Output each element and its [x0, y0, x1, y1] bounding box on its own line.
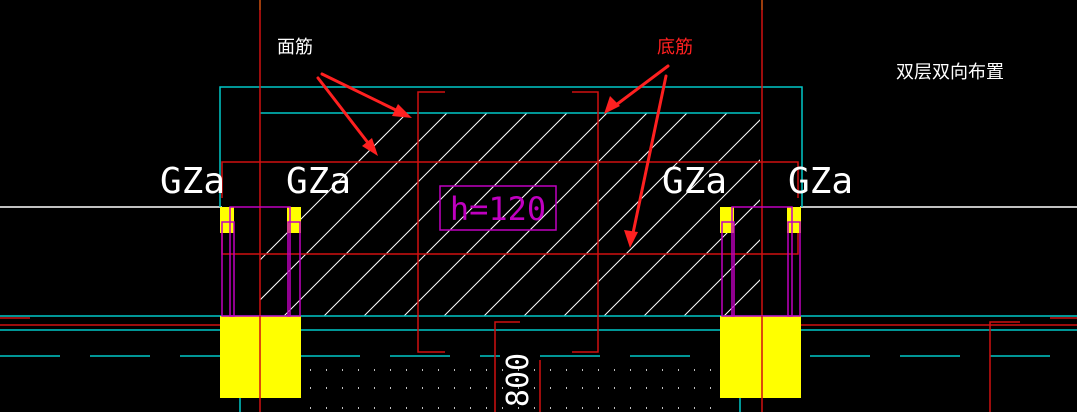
column-tag-4: GZa [788, 161, 853, 202]
slab-outline [0, 86, 1077, 412]
bottom-rebar-label: 底筋 [657, 37, 693, 58]
slab-thickness-box [439, 185, 557, 231]
slab-thickness-label: h=120 [450, 190, 546, 228]
layout-note-label: 双层双向布置 [896, 62, 1004, 83]
top-rebar-label: 面筋 [277, 37, 313, 58]
column-left [220, 206, 301, 398]
leader-arrowheads [362, 96, 638, 248]
column-tag-1: GZa [160, 161, 225, 202]
leader-arrows [316, 64, 670, 240]
column-tag-2: GZa [286, 161, 351, 202]
beam-dimension-label: 800 [501, 353, 536, 407]
column-right [720, 206, 801, 398]
column-tag-3: GZa [662, 161, 727, 202]
